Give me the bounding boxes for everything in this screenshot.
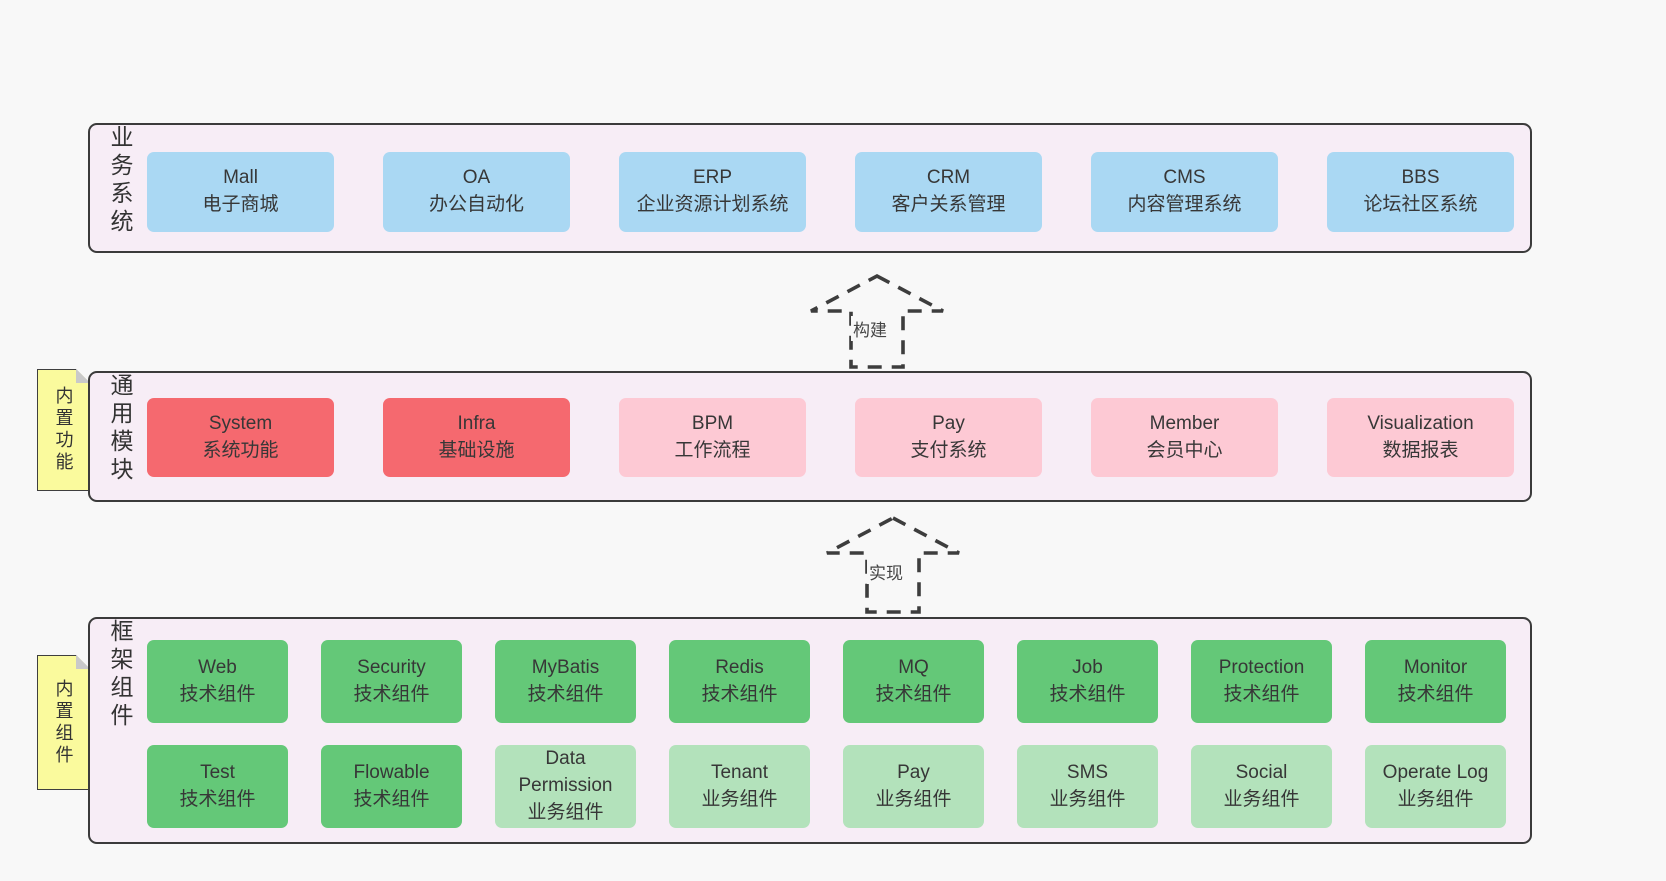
module-subtitle: 系统功能 (202, 439, 279, 461)
component-box-job: Job 技术组件 (1017, 640, 1158, 723)
module-subtitle: 技术组件 (527, 683, 604, 705)
module-title: Test (200, 761, 235, 783)
module-box-member: Member 会员中心 (1091, 398, 1278, 477)
module-subtitle: 技术组件 (353, 683, 430, 705)
module-title: SMS (1066, 761, 1109, 783)
module-subtitle: 数据报表 (1382, 439, 1459, 461)
module-subtitle: 技术组件 (179, 788, 256, 810)
module-title: MyBatis (531, 656, 600, 678)
module-subtitle: 内容管理系统 (1127, 194, 1242, 215)
module-title: Operate Log (1382, 761, 1489, 783)
module-subtitle: 技术组件 (875, 683, 952, 705)
component-box-sms: SMS 业务组件 (1017, 745, 1158, 828)
band-label-framework-components: 框架组件 (107, 619, 133, 731)
module-subtitle: 基础设施 (438, 439, 515, 461)
module-title: Flowable (353, 761, 430, 783)
module-box-crm: CRM 客户关系管理 (855, 152, 1042, 232)
band-label-business-systems: 业务系统 (107, 125, 133, 237)
module-subtitle: 支付系统 (910, 439, 987, 461)
component-box-operate-log: Operate Log 业务组件 (1365, 745, 1506, 828)
module-title: BBS (1401, 167, 1440, 189)
module-box-mall: Mall 电子商城 (147, 152, 334, 232)
sticky-note-built-in-functions: 内置功能 (37, 368, 91, 491)
module-subtitle: 工作流程 (674, 439, 751, 461)
band-common-modules: 通用模块 System 系统功能 Infra 基础设施 BPM 工作流程 Pay… (88, 371, 1532, 502)
component-box-monitor: Monitor 技术组件 (1365, 640, 1506, 723)
module-subtitle: 技术组件 (353, 788, 430, 810)
module-box-bbs: BBS 论坛社区系统 (1327, 152, 1514, 232)
module-subtitle: 客户关系管理 (891, 194, 1006, 215)
module-subtitle: 业务组件 (701, 788, 778, 810)
module-title: Protection (1218, 656, 1305, 678)
module-subtitle: 技术组件 (1223, 683, 1300, 705)
module-title: CRM (926, 167, 971, 189)
module-title: Security (357, 656, 426, 678)
module-box-visualization: Visualization 数据报表 (1327, 398, 1514, 477)
component-box-redis: Redis 技术组件 (669, 640, 810, 723)
module-box-bpm: BPM 工作流程 (619, 398, 806, 477)
band-framework-components: 框架组件 Web 技术组件 Security 技术组件 MyBatis 技术组件… (88, 617, 1532, 844)
module-title: Pay (897, 761, 930, 783)
module-title: System (208, 412, 273, 434)
component-box-protection: Protection 技术组件 (1191, 640, 1332, 723)
module-subtitle: 业务组件 (1397, 788, 1474, 810)
module-subtitle: 技术组件 (1397, 683, 1474, 705)
component-box-mq: MQ 技术组件 (843, 640, 984, 723)
component-box-mybatis: MyBatis 技术组件 (495, 640, 636, 723)
module-subtitle: 企业资源计划系统 (636, 194, 789, 215)
component-box-pay: Pay 业务组件 (843, 745, 984, 828)
module-title: Mall (223, 167, 258, 189)
band-business-systems: 业务系统 Mall 电子商城 OA 办公自动化 ERP 企业资源计划系统 CRM… (88, 123, 1532, 253)
module-title: Visualization (1367, 412, 1474, 434)
module-title: Web (198, 656, 237, 678)
component-box-security: Security 技术组件 (321, 640, 462, 723)
module-box-oa: OA 办公自动化 (383, 152, 570, 232)
module-subtitle: 论坛社区系统 (1363, 194, 1478, 215)
module-subtitle: 电子商城 (202, 194, 279, 215)
module-subtitle: 业务组件 (1223, 788, 1300, 810)
component-box-data-permission: Data Permission 业务组件 (495, 745, 636, 828)
module-box-erp: ERP 企业资源计划系统 (619, 152, 806, 232)
module-subtitle: 技术组件 (701, 683, 778, 705)
module-title: Job (1072, 656, 1103, 678)
module-box-infra: Infra 基础设施 (383, 398, 570, 477)
module-title: Monitor (1403, 656, 1468, 678)
module-title: Pay (932, 412, 965, 434)
build-arrow-label: 构建 (851, 316, 889, 341)
module-title: Social (1235, 761, 1288, 783)
component-box-web: Web 技术组件 (147, 640, 288, 723)
module-box-cms: CMS 内容管理系统 (1091, 152, 1278, 232)
module-title: OA (462, 167, 491, 189)
module-title: Member (1149, 412, 1220, 434)
sticky-note-built-in-components: 内置组件 (37, 654, 91, 790)
module-subtitle: 办公自动化 (428, 194, 524, 215)
module-subtitle: 技术组件 (179, 683, 256, 705)
module-subtitle: 业务组件 (527, 801, 604, 823)
sticky-note-text: 内置组件 (53, 678, 74, 767)
component-box-tenant: Tenant 业务组件 (669, 745, 810, 828)
module-subtitle: 会员中心 (1146, 439, 1223, 461)
module-subtitle: 技术组件 (1049, 683, 1126, 705)
module-box-system: System 系统功能 (147, 398, 334, 477)
component-box-social: Social 业务组件 (1191, 745, 1332, 828)
band-label-common-modules: 通用模块 (107, 373, 133, 485)
module-title: Data Permission (518, 748, 613, 797)
module-title: MQ (898, 656, 929, 678)
sticky-note-text: 内置功能 (53, 386, 74, 474)
module-subtitle: 业务组件 (875, 788, 952, 810)
component-box-flowable: Flowable 技术组件 (321, 745, 462, 828)
module-title: Tenant (710, 761, 769, 783)
module-subtitle: 业务组件 (1049, 788, 1126, 810)
module-title: ERP (692, 167, 733, 189)
module-title: Redis (715, 656, 764, 678)
module-title: Infra (457, 412, 496, 434)
module-box-pay: Pay 支付系统 (855, 398, 1042, 477)
implement-arrow-label: 实现 (867, 559, 905, 584)
module-title: CMS (1163, 167, 1206, 189)
component-box-test: Test 技术组件 (147, 745, 288, 828)
module-title: BPM (691, 412, 734, 434)
